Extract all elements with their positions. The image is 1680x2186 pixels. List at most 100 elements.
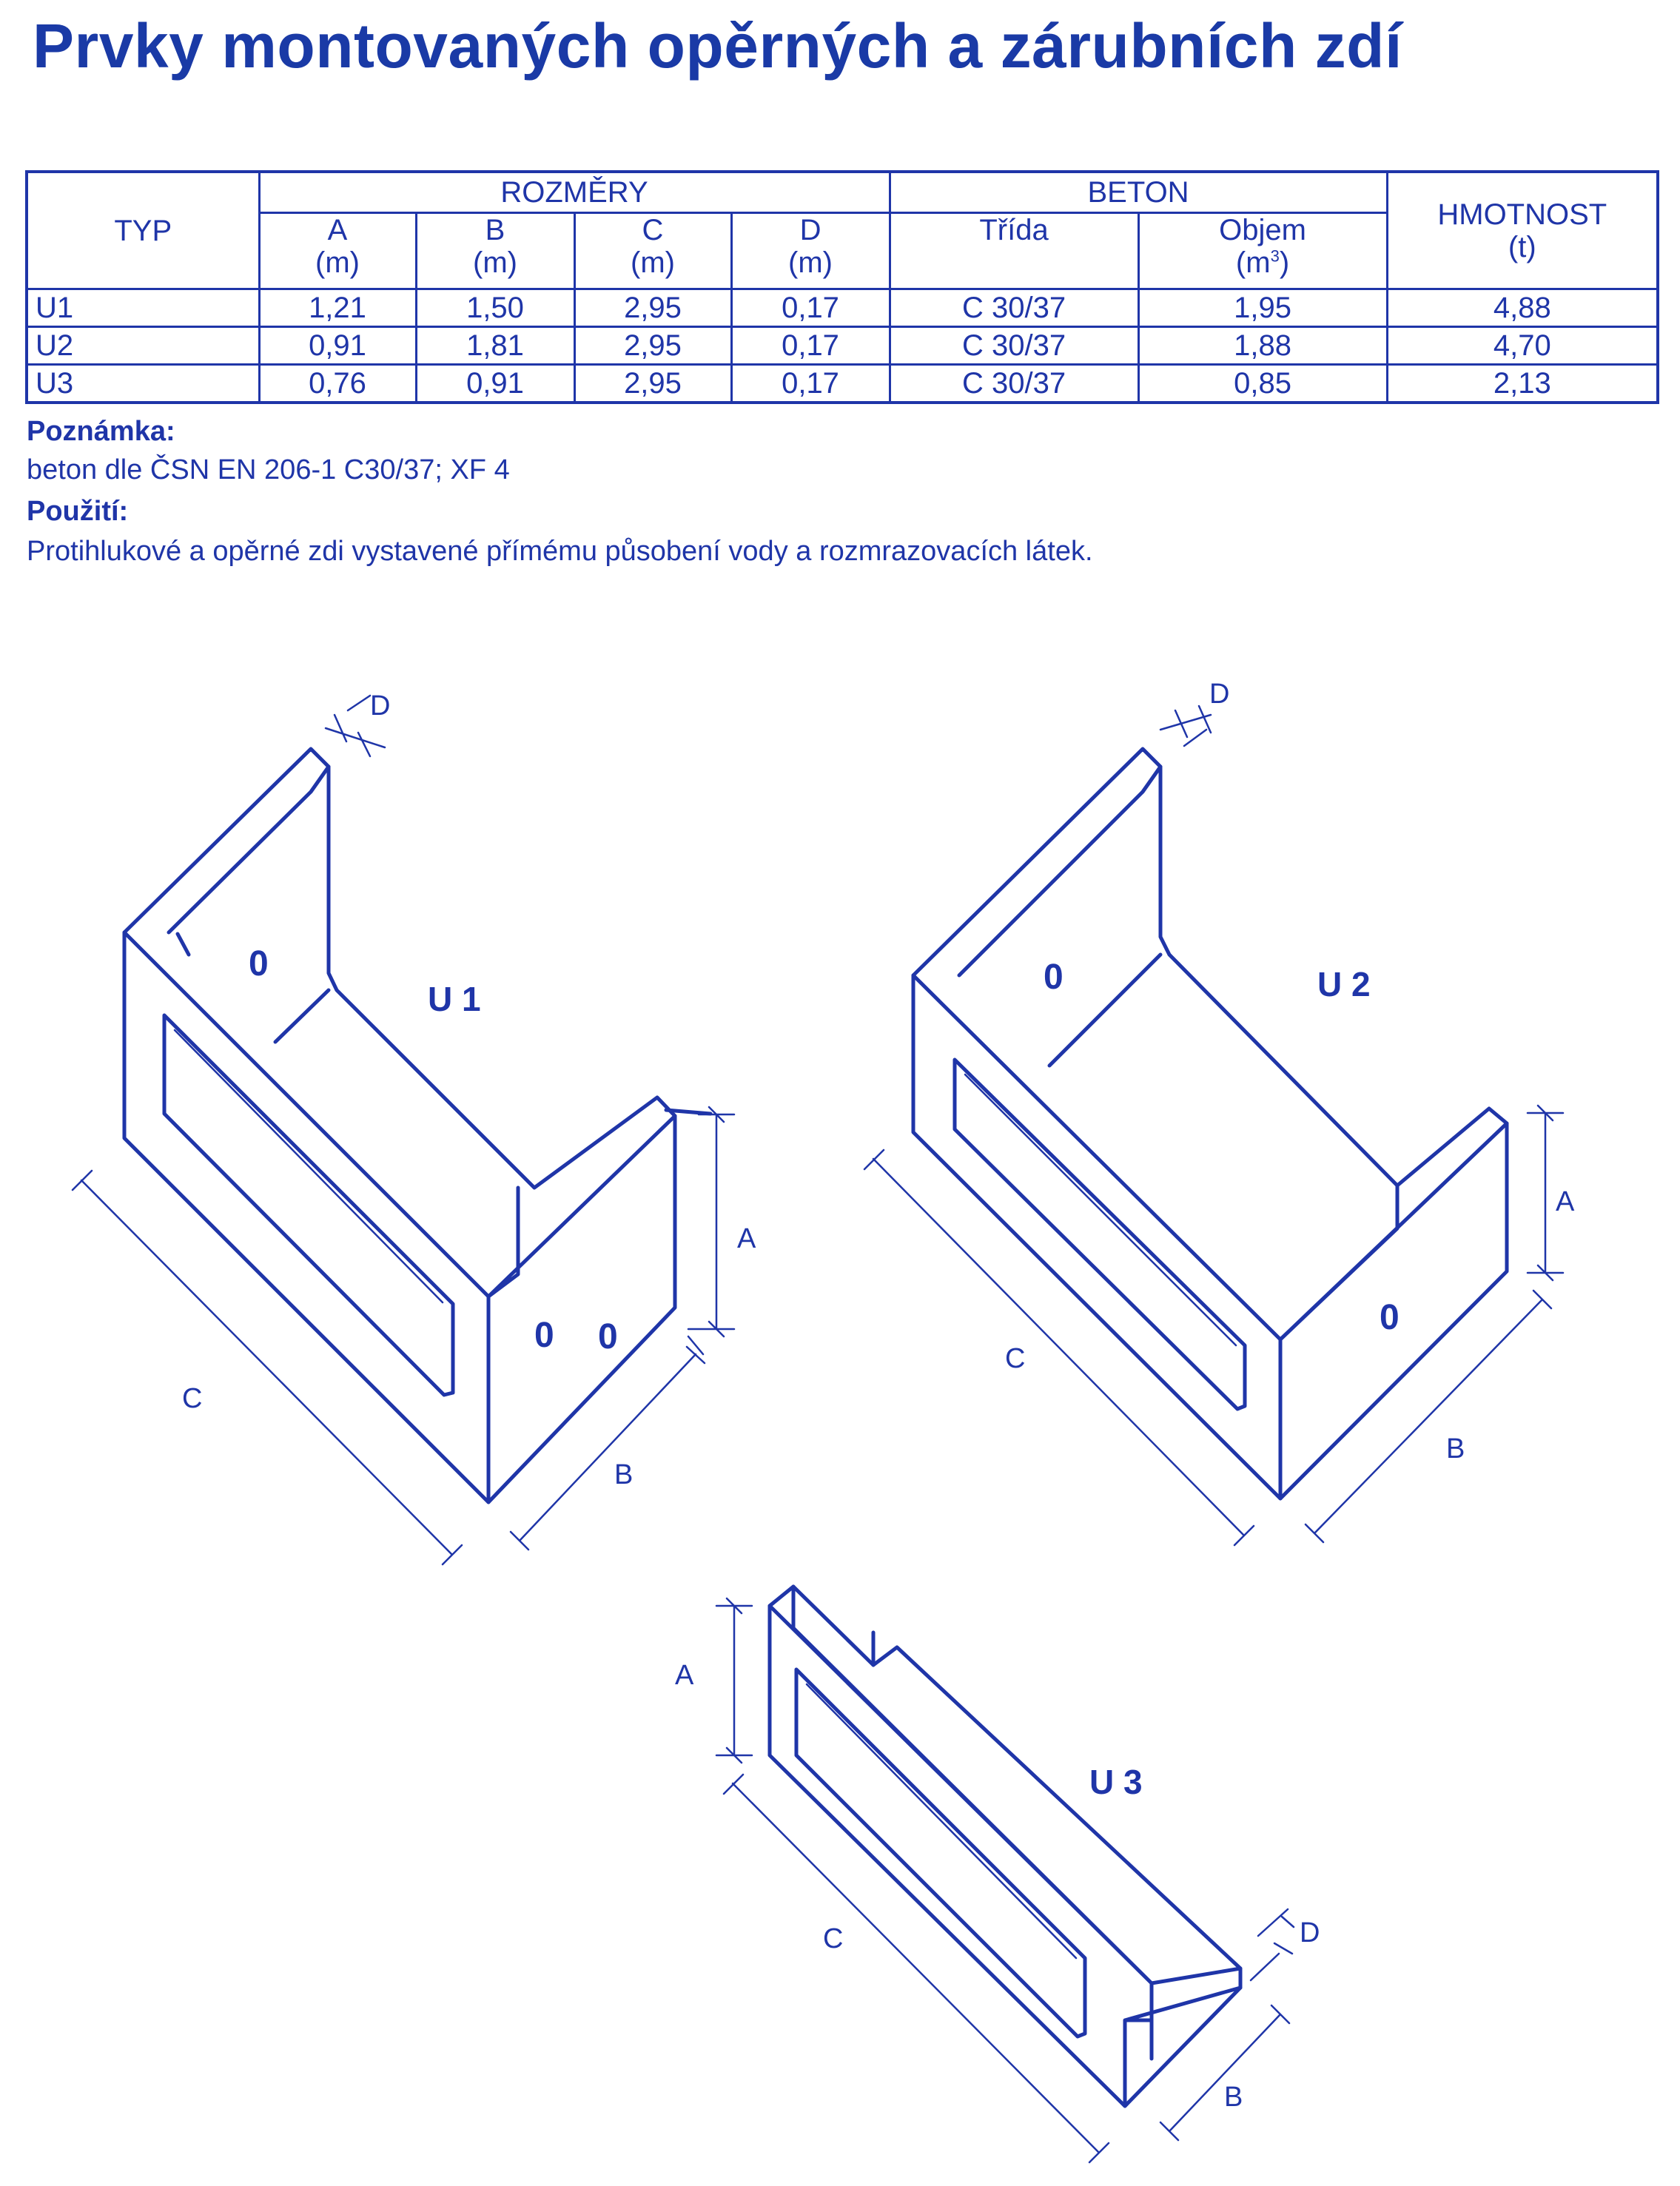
cell-typ: U1 <box>25 288 261 328</box>
header-hmotnost-unit: (t) <box>1508 230 1536 263</box>
header-hmotnost-label: HMOTNOST <box>1437 198 1607 231</box>
header-objem: Objem(m3) <box>1137 212 1388 290</box>
u3-dim-d-label: D <box>1300 1917 1320 1948</box>
header-c-unit: (m) <box>631 246 675 279</box>
u2-front-recess <box>952 1057 1247 1411</box>
cell-a: 0,91 <box>258 326 417 366</box>
header-d-label: D <box>799 214 821 246</box>
drawing-u3: A B C D U 3 <box>675 1584 1320 2164</box>
usage-text: Protihlukové a opěrné zdi vystavené přím… <box>27 536 1093 567</box>
u2-hole: 0 <box>1380 1298 1400 1337</box>
cell-a: 0,76 <box>258 363 417 404</box>
u1-label: U 1 <box>428 980 481 1018</box>
cell-hmotnost: 2,13 <box>1385 363 1659 404</box>
cell-a: 1,21 <box>258 288 417 328</box>
cell-trida: C 30/37 <box>888 363 1140 404</box>
u1-dim-b-line <box>509 1335 706 1551</box>
cell-hmotnost: 4,70 <box>1385 326 1659 366</box>
cell-b: 1,81 <box>414 326 576 366</box>
header-trida: Třída <box>888 212 1140 290</box>
u3-inner-edges <box>767 1584 1243 2108</box>
u3-dim-d-line <box>1249 1908 1295 1982</box>
header-c: C(m) <box>573 212 733 290</box>
drawing-u2: A B C D U 2 0 0 <box>863 679 1575 1547</box>
table-row: U1 1,21 1,50 2,95 0,17 C 30/37 1,95 4,88 <box>25 288 1659 328</box>
cell-c: 2,95 <box>573 363 733 404</box>
header-b-unit: (m) <box>473 246 517 279</box>
u2-recess-inner <box>961 1066 1239 1347</box>
u3-recess-inner <box>802 1675 1079 1960</box>
u1-hole: 0 <box>249 944 269 983</box>
u2-back-wall <box>911 747 1509 1501</box>
cell-trida: C 30/37 <box>888 288 1140 328</box>
u2-dim-a-line <box>1526 1104 1565 1282</box>
header-a-label: A <box>327 214 348 246</box>
header-hmotnost: HMOTNOST (t) <box>1385 170 1659 290</box>
u2-dim-a-label: A <box>1556 1186 1575 1217</box>
cell-d: 0,17 <box>730 326 891 366</box>
cell-trida: C 30/37 <box>888 326 1140 366</box>
u1-inner-edges <box>122 764 677 1504</box>
u1-front-recess <box>162 1013 455 1397</box>
header-objem-label: Objem <box>1219 214 1306 246</box>
header-trida-label: Třída <box>979 214 1049 246</box>
header-typ: TYP <box>25 170 261 290</box>
header-a: A(m) <box>258 212 417 290</box>
cell-b: 0,91 <box>414 363 576 404</box>
u1-dim-d-line <box>324 694 386 758</box>
u2-inner-edges <box>911 764 1509 1501</box>
header-c-label: C <box>642 214 664 246</box>
u1-dim-a-line <box>687 1106 736 1338</box>
table-row: U3 0,76 0,91 2,95 0,17 C 30/37 0,85 2,13 <box>25 363 1659 404</box>
u3-dim-c-label: C <box>823 1923 843 1954</box>
header-b: B(m) <box>414 212 576 290</box>
cell-typ: U3 <box>25 363 261 404</box>
objem-unit-exp: 3 <box>1270 246 1280 266</box>
u2-dim-c-label: C <box>1005 1343 1025 1374</box>
u3-dim-b-label: B <box>1224 2082 1243 2113</box>
u1-dim-c-label: C <box>182 1383 202 1414</box>
header-a-unit: (m) <box>315 246 360 279</box>
u2-dim-b-label: B <box>1446 1433 1465 1464</box>
u3-dim-a-line <box>715 1597 753 1764</box>
drawing-u1: A B C D U 1 0 0 0 <box>71 690 756 1566</box>
u1-dim-a-label: A <box>737 1223 756 1254</box>
u2-dim-c-line <box>863 1149 1255 1547</box>
u2-dim-d-label: D <box>1209 679 1229 710</box>
cell-d: 0,17 <box>730 363 891 404</box>
cell-b: 1,50 <box>414 288 576 328</box>
header-objem-unit: (m3) <box>1140 246 1386 279</box>
cell-c: 2,95 <box>573 288 733 328</box>
note-heading: Poznámka: <box>27 416 175 447</box>
table-row: U2 0,91 1,81 2,95 0,17 C 30/37 1,88 4,70 <box>25 326 1659 366</box>
usage-heading: Použití: <box>27 496 129 527</box>
cell-objem: 1,95 <box>1137 288 1388 328</box>
header-beton: BETON <box>888 170 1388 214</box>
cell-objem: 1,88 <box>1137 326 1388 366</box>
objem-unit-close: ) <box>1279 246 1290 279</box>
cell-c: 2,95 <box>573 326 733 366</box>
dimensions-table: TYP ROZMĚRY BETON HMOTNOST (t) A(m) B(m)… <box>25 170 1660 404</box>
u1-top-lip <box>664 1108 713 1116</box>
cell-d: 0,17 <box>730 288 891 328</box>
u3-body <box>767 1584 1243 2108</box>
page-title: Prvky montovaných opěrných a zárubních z… <box>33 11 1402 81</box>
u1-dim-b-label: B <box>614 1459 633 1490</box>
u1-back-wall <box>122 747 677 1504</box>
u1-dim-d-label: D <box>370 690 390 722</box>
header-rozmery: ROZMĚRY <box>258 170 891 214</box>
header-d: D(m) <box>730 212 891 290</box>
u2-hole: 0 <box>1044 958 1064 997</box>
u1-hole: 0 <box>534 1316 554 1355</box>
header-d-unit: (m) <box>788 246 833 279</box>
note-text: beton dle ČSN EN 206-1 C30/37; XF 4 <box>27 454 510 485</box>
cell-typ: U2 <box>25 326 261 366</box>
u2-dim-b-line <box>1304 1289 1553 1544</box>
u2-dim-d-line <box>1159 704 1212 747</box>
u3-front-recess <box>794 1667 1087 2039</box>
u3-dim-c-line <box>722 1773 1110 2164</box>
u3-dim-a-label: A <box>675 1660 694 1691</box>
u1-dim-c-line <box>71 1169 463 1566</box>
u1-recess-inner <box>170 1021 446 1304</box>
